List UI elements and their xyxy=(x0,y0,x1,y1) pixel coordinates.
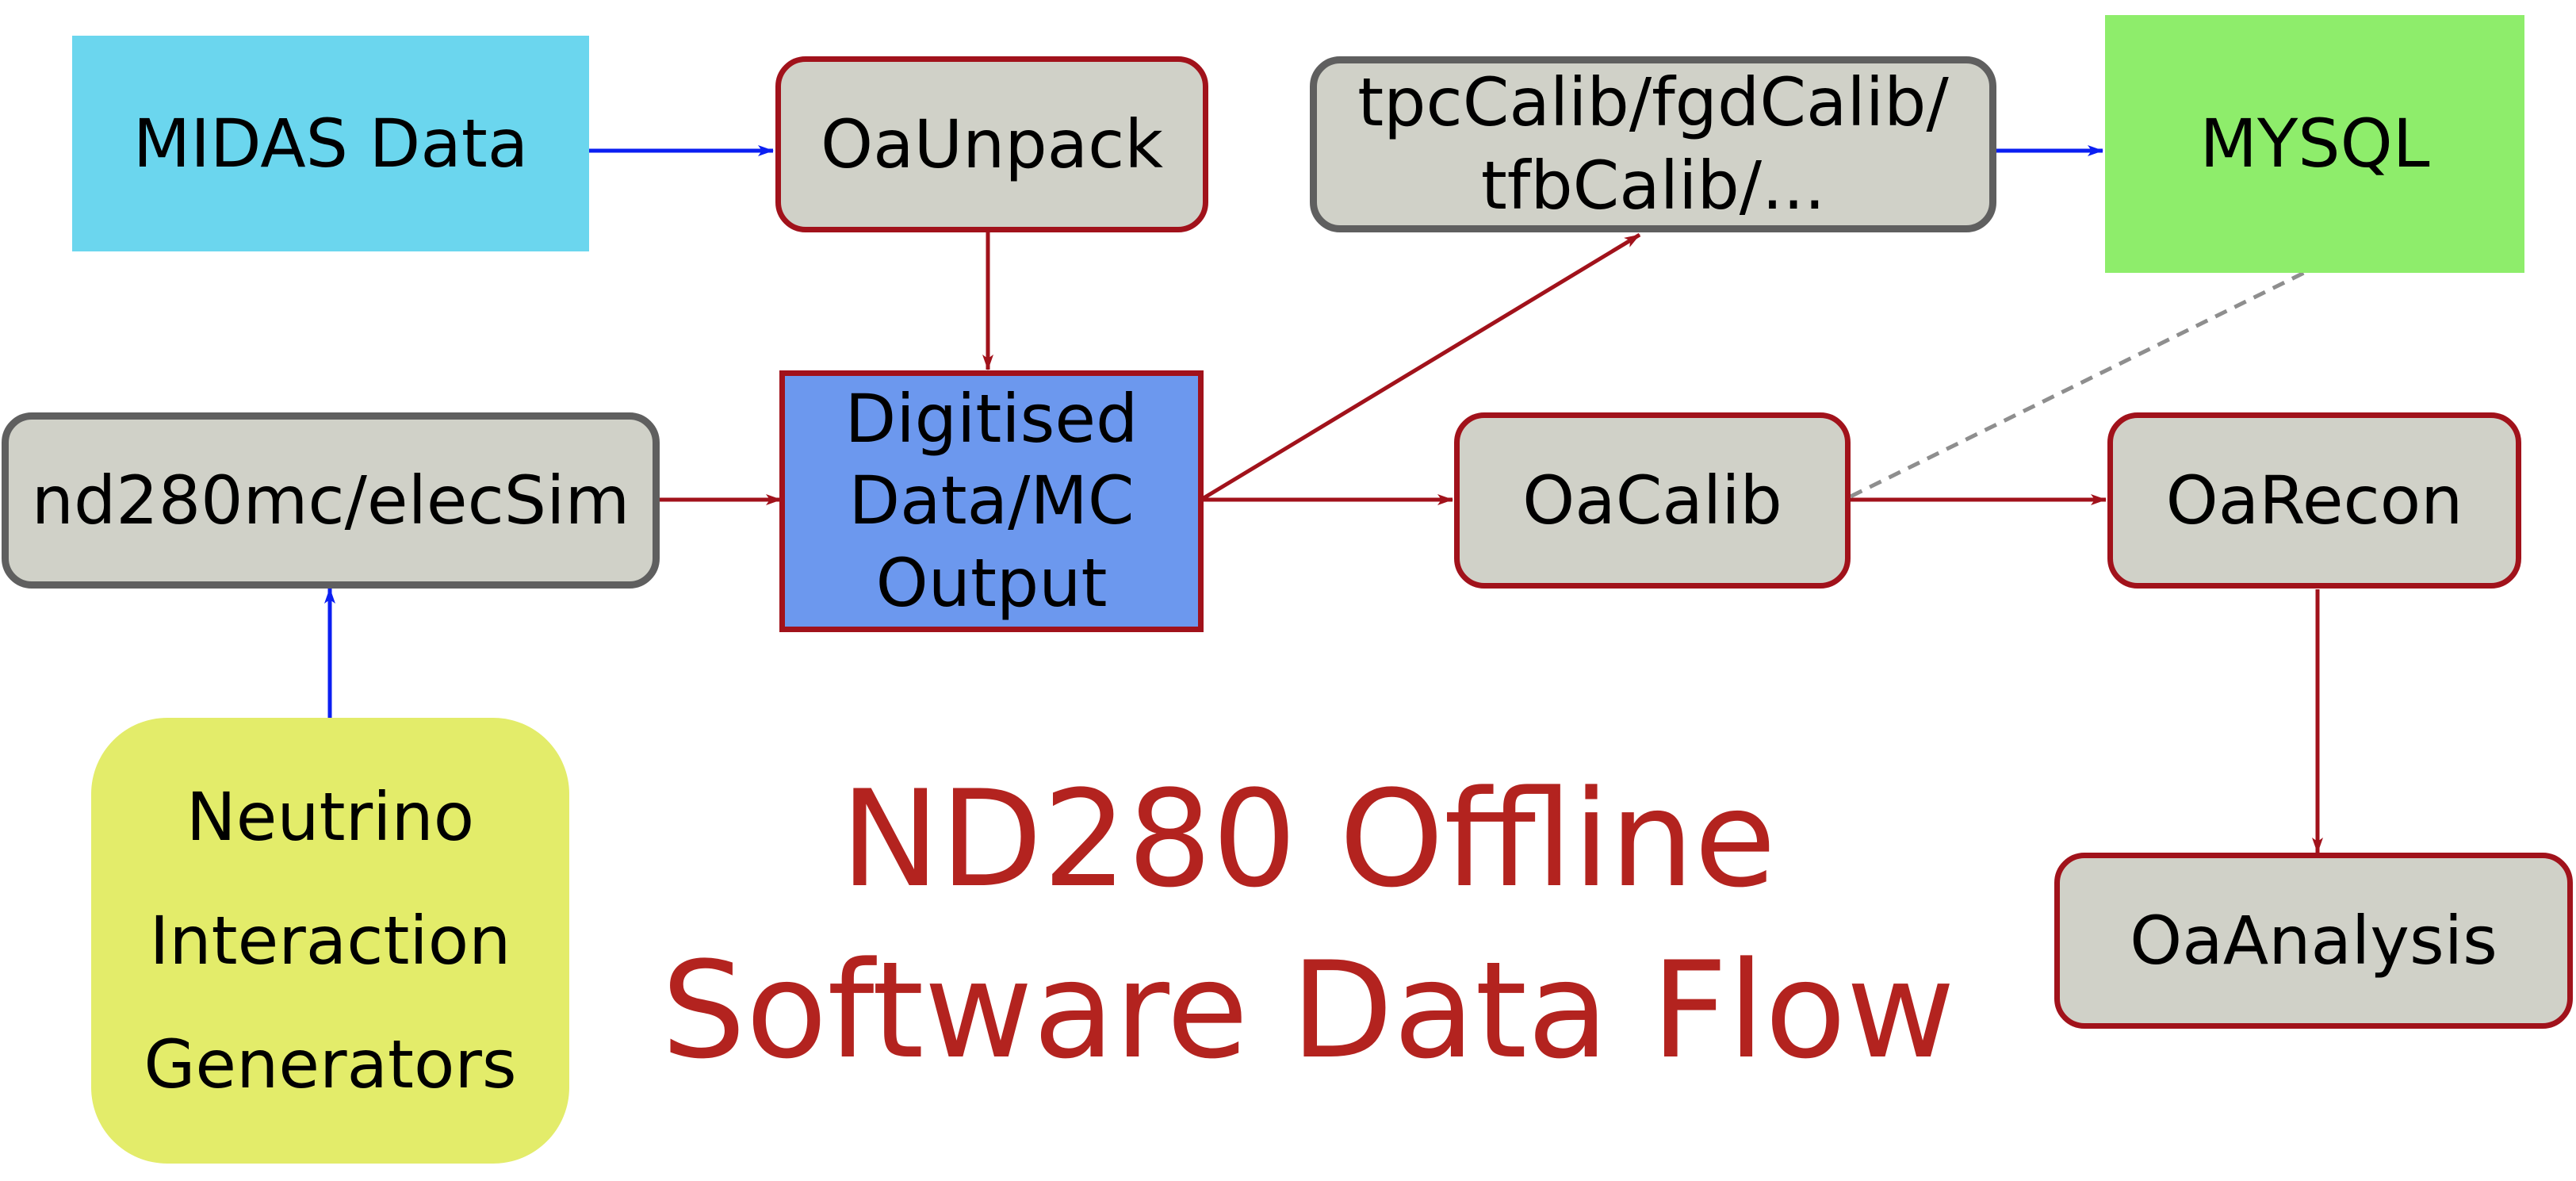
node-mysql: MYSQL xyxy=(2105,15,2524,273)
node-midas-data-label: MIDAS Data xyxy=(132,104,529,182)
node-digitised-line2: Data/MC xyxy=(848,462,1135,540)
node-oacalib-label: OaCalib xyxy=(1522,461,1782,539)
node-neutrino-generators: Neutrino Interaction Generators xyxy=(91,718,569,1164)
arrow-digitised-to-calibtools xyxy=(1202,232,1641,500)
node-nd280mc-elecsim-label: nd280mc/elecSim xyxy=(31,461,630,539)
node-calib-tools: tpcCalib/fgdCalib/ tfbCalib/... xyxy=(1310,56,1996,232)
node-digitised-output: Digitised Data/MC Output xyxy=(779,370,1204,632)
node-generators-line2: Interaction xyxy=(149,901,511,980)
diagram-title-line1: ND280 Offline xyxy=(840,761,1777,917)
diagram-title-line2: Software Data Flow xyxy=(660,933,1955,1088)
node-generators-line1: Neutrino xyxy=(186,777,475,856)
node-oaanalysis-label: OaAnalysis xyxy=(2130,901,2498,980)
node-digitised-line1: Digitised xyxy=(844,380,1139,458)
node-generators-line3: Generators xyxy=(144,1026,517,1104)
node-midas-data: MIDAS Data xyxy=(72,36,589,251)
node-calib-tools-line2: tfbCalib/... xyxy=(1480,147,1826,224)
node-oarecon-label: OaRecon xyxy=(2165,461,2463,539)
node-oaunpack: OaUnpack xyxy=(775,56,1208,232)
node-mysql-label: MYSQL xyxy=(2199,105,2430,183)
node-oacalib: OaCalib xyxy=(1454,412,1851,589)
node-nd280mc-elecsim: nd280mc/elecSim xyxy=(2,412,660,589)
node-digitised-line3: Output xyxy=(875,543,1108,622)
node-oarecon: OaRecon xyxy=(2107,412,2521,589)
node-oaunpack-label: OaUnpack xyxy=(821,105,1163,183)
node-calib-tools-line1: tpcCalib/fgdCalib/ xyxy=(1357,63,1949,141)
node-oaanalysis: OaAnalysis xyxy=(2054,853,2573,1029)
